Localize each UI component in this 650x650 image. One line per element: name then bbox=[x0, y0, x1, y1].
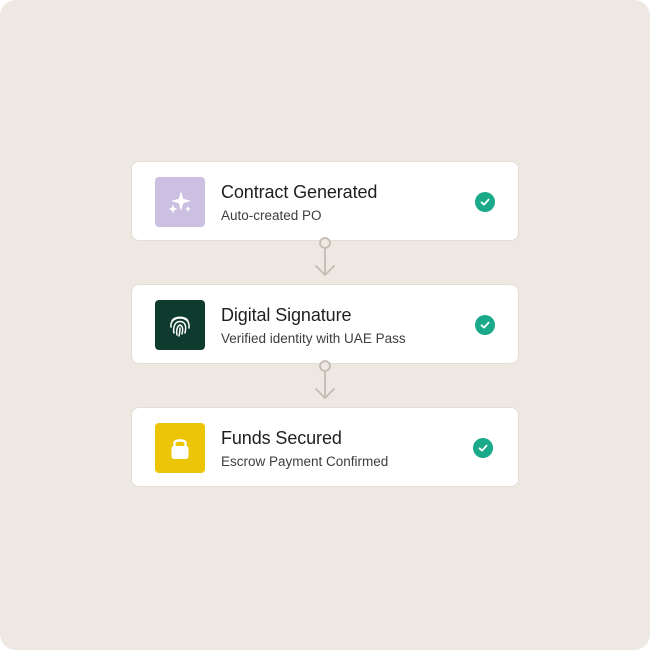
step-subtitle: Verified identity with UAE Pass bbox=[221, 331, 406, 346]
step-card-funds-secured: Funds Secured Escrow Payment Confirmed bbox=[131, 407, 519, 487]
lock-icon bbox=[155, 423, 205, 473]
arrow-down-connector bbox=[315, 360, 335, 399]
fingerprint-icon bbox=[155, 300, 205, 350]
check-icon bbox=[475, 192, 495, 212]
arrow-down-connector bbox=[315, 237, 335, 276]
step-title: Digital Signature bbox=[221, 305, 352, 325]
step-subtitle: Escrow Payment Confirmed bbox=[221, 454, 389, 469]
step-title: Funds Secured bbox=[221, 428, 342, 448]
step-card-contract-generated: Contract Generated Auto-created PO bbox=[131, 161, 519, 241]
step-subtitle: Auto-created PO bbox=[221, 208, 322, 223]
sparkles-icon bbox=[155, 177, 205, 227]
step-title: Contract Generated bbox=[221, 182, 378, 202]
check-icon bbox=[475, 315, 495, 335]
check-icon bbox=[473, 438, 493, 458]
step-card-digital-signature: Digital Signature Verified identity with… bbox=[131, 284, 519, 364]
